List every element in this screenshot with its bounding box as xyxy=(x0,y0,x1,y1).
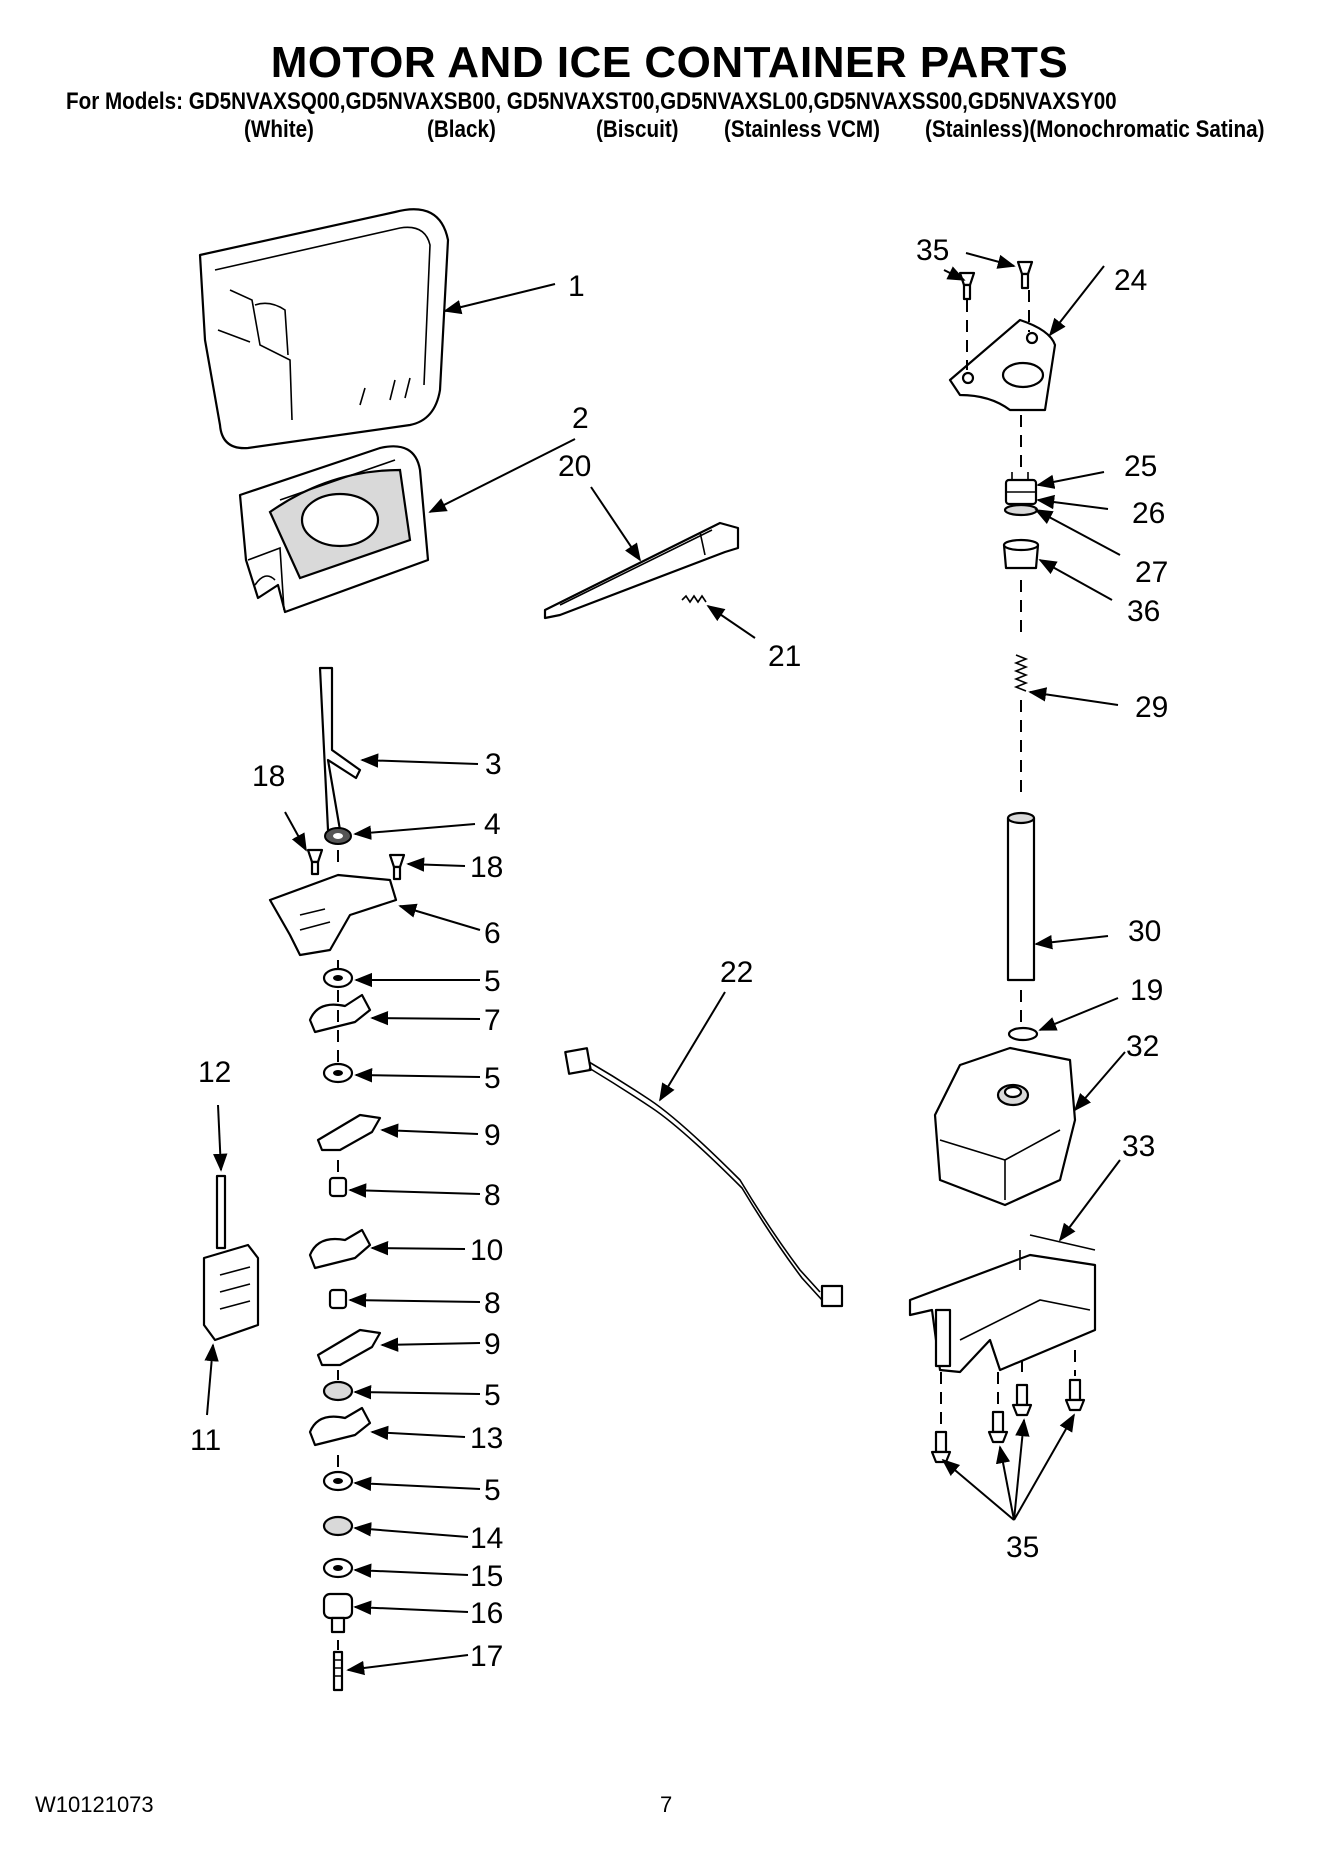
callout-18a: 18 xyxy=(252,760,285,793)
callout-14: 14 xyxy=(470,1522,503,1555)
color-stainless-satina: (Stainless)(Monochromatic Satina) xyxy=(925,116,1265,143)
color-stainless-vcm: (Stainless VCM) xyxy=(724,116,880,143)
callout-19: 19 xyxy=(1130,974,1163,1007)
callout-26: 26 xyxy=(1132,497,1165,530)
callout-15: 15 xyxy=(470,1560,503,1593)
callout-labels: 1 2 20 21 3 18 4 18 6 5 7 5 12 9 8 10 8 … xyxy=(190,234,1168,1673)
pin-and-block xyxy=(202,1174,260,1342)
callout-33: 33 xyxy=(1122,1130,1155,1163)
callout-16: 16 xyxy=(470,1597,503,1630)
callout-22: 22 xyxy=(720,956,753,989)
models-line: For Models: GD5NVAXSQ00,GD5NVAXSB00, GD5… xyxy=(66,88,1117,115)
callout-21: 21 xyxy=(768,640,801,673)
color-white: (White) xyxy=(244,116,314,143)
callout-24: 24 xyxy=(1114,264,1147,297)
callout-10: 10 xyxy=(470,1234,503,1267)
callout-36: 36 xyxy=(1127,595,1160,628)
callout-9b: 9 xyxy=(484,1328,501,1361)
callout-5c: 5 xyxy=(484,1379,501,1412)
color-black: (Black) xyxy=(427,116,496,143)
callout-20: 20 xyxy=(558,450,591,483)
callout-35a: 35 xyxy=(916,234,949,267)
callout-11: 11 xyxy=(190,1424,221,1457)
callout-3: 3 xyxy=(485,748,502,781)
leader-lines xyxy=(204,252,1126,1676)
callout-1: 1 xyxy=(568,270,585,303)
callout-9a: 9 xyxy=(484,1119,501,1152)
callout-18b: 18 xyxy=(470,851,503,884)
page-title: MOTOR AND ICE CONTAINER PARTS xyxy=(270,38,1069,87)
motor-assembly xyxy=(908,260,1097,1464)
callout-29: 29 xyxy=(1135,691,1168,724)
callout-8b: 8 xyxy=(484,1287,501,1320)
callout-32: 32 xyxy=(1126,1030,1159,1063)
callout-5b: 5 xyxy=(484,1062,501,1095)
slide-bar xyxy=(543,521,740,620)
callout-17: 17 xyxy=(470,1640,503,1673)
callout-35b: 35 xyxy=(1006,1531,1039,1564)
callout-25: 25 xyxy=(1124,450,1157,483)
ice-container-bucket xyxy=(198,208,450,450)
callout-7: 7 xyxy=(484,1004,501,1037)
callout-30: 30 xyxy=(1128,915,1161,948)
auger-stack xyxy=(268,827,406,1692)
callout-13: 13 xyxy=(470,1422,503,1455)
callout-2: 2 xyxy=(572,402,589,435)
document-number: W10121073 xyxy=(35,1792,154,1817)
page-number: 7 xyxy=(660,1792,673,1817)
callout-27: 27 xyxy=(1135,556,1168,589)
callout-8a: 8 xyxy=(484,1179,501,1212)
callout-12: 12 xyxy=(198,1056,231,1089)
wire-harness xyxy=(564,1047,844,1308)
callout-5d: 5 xyxy=(484,1474,501,1507)
callout-4: 4 xyxy=(484,808,501,841)
color-biscuit: (Biscuit) xyxy=(596,116,679,143)
callout-5a: 5 xyxy=(484,965,501,998)
callout-6: 6 xyxy=(484,917,501,950)
spring-small xyxy=(681,594,707,604)
container-base xyxy=(238,445,430,614)
wire-crank xyxy=(318,666,362,832)
